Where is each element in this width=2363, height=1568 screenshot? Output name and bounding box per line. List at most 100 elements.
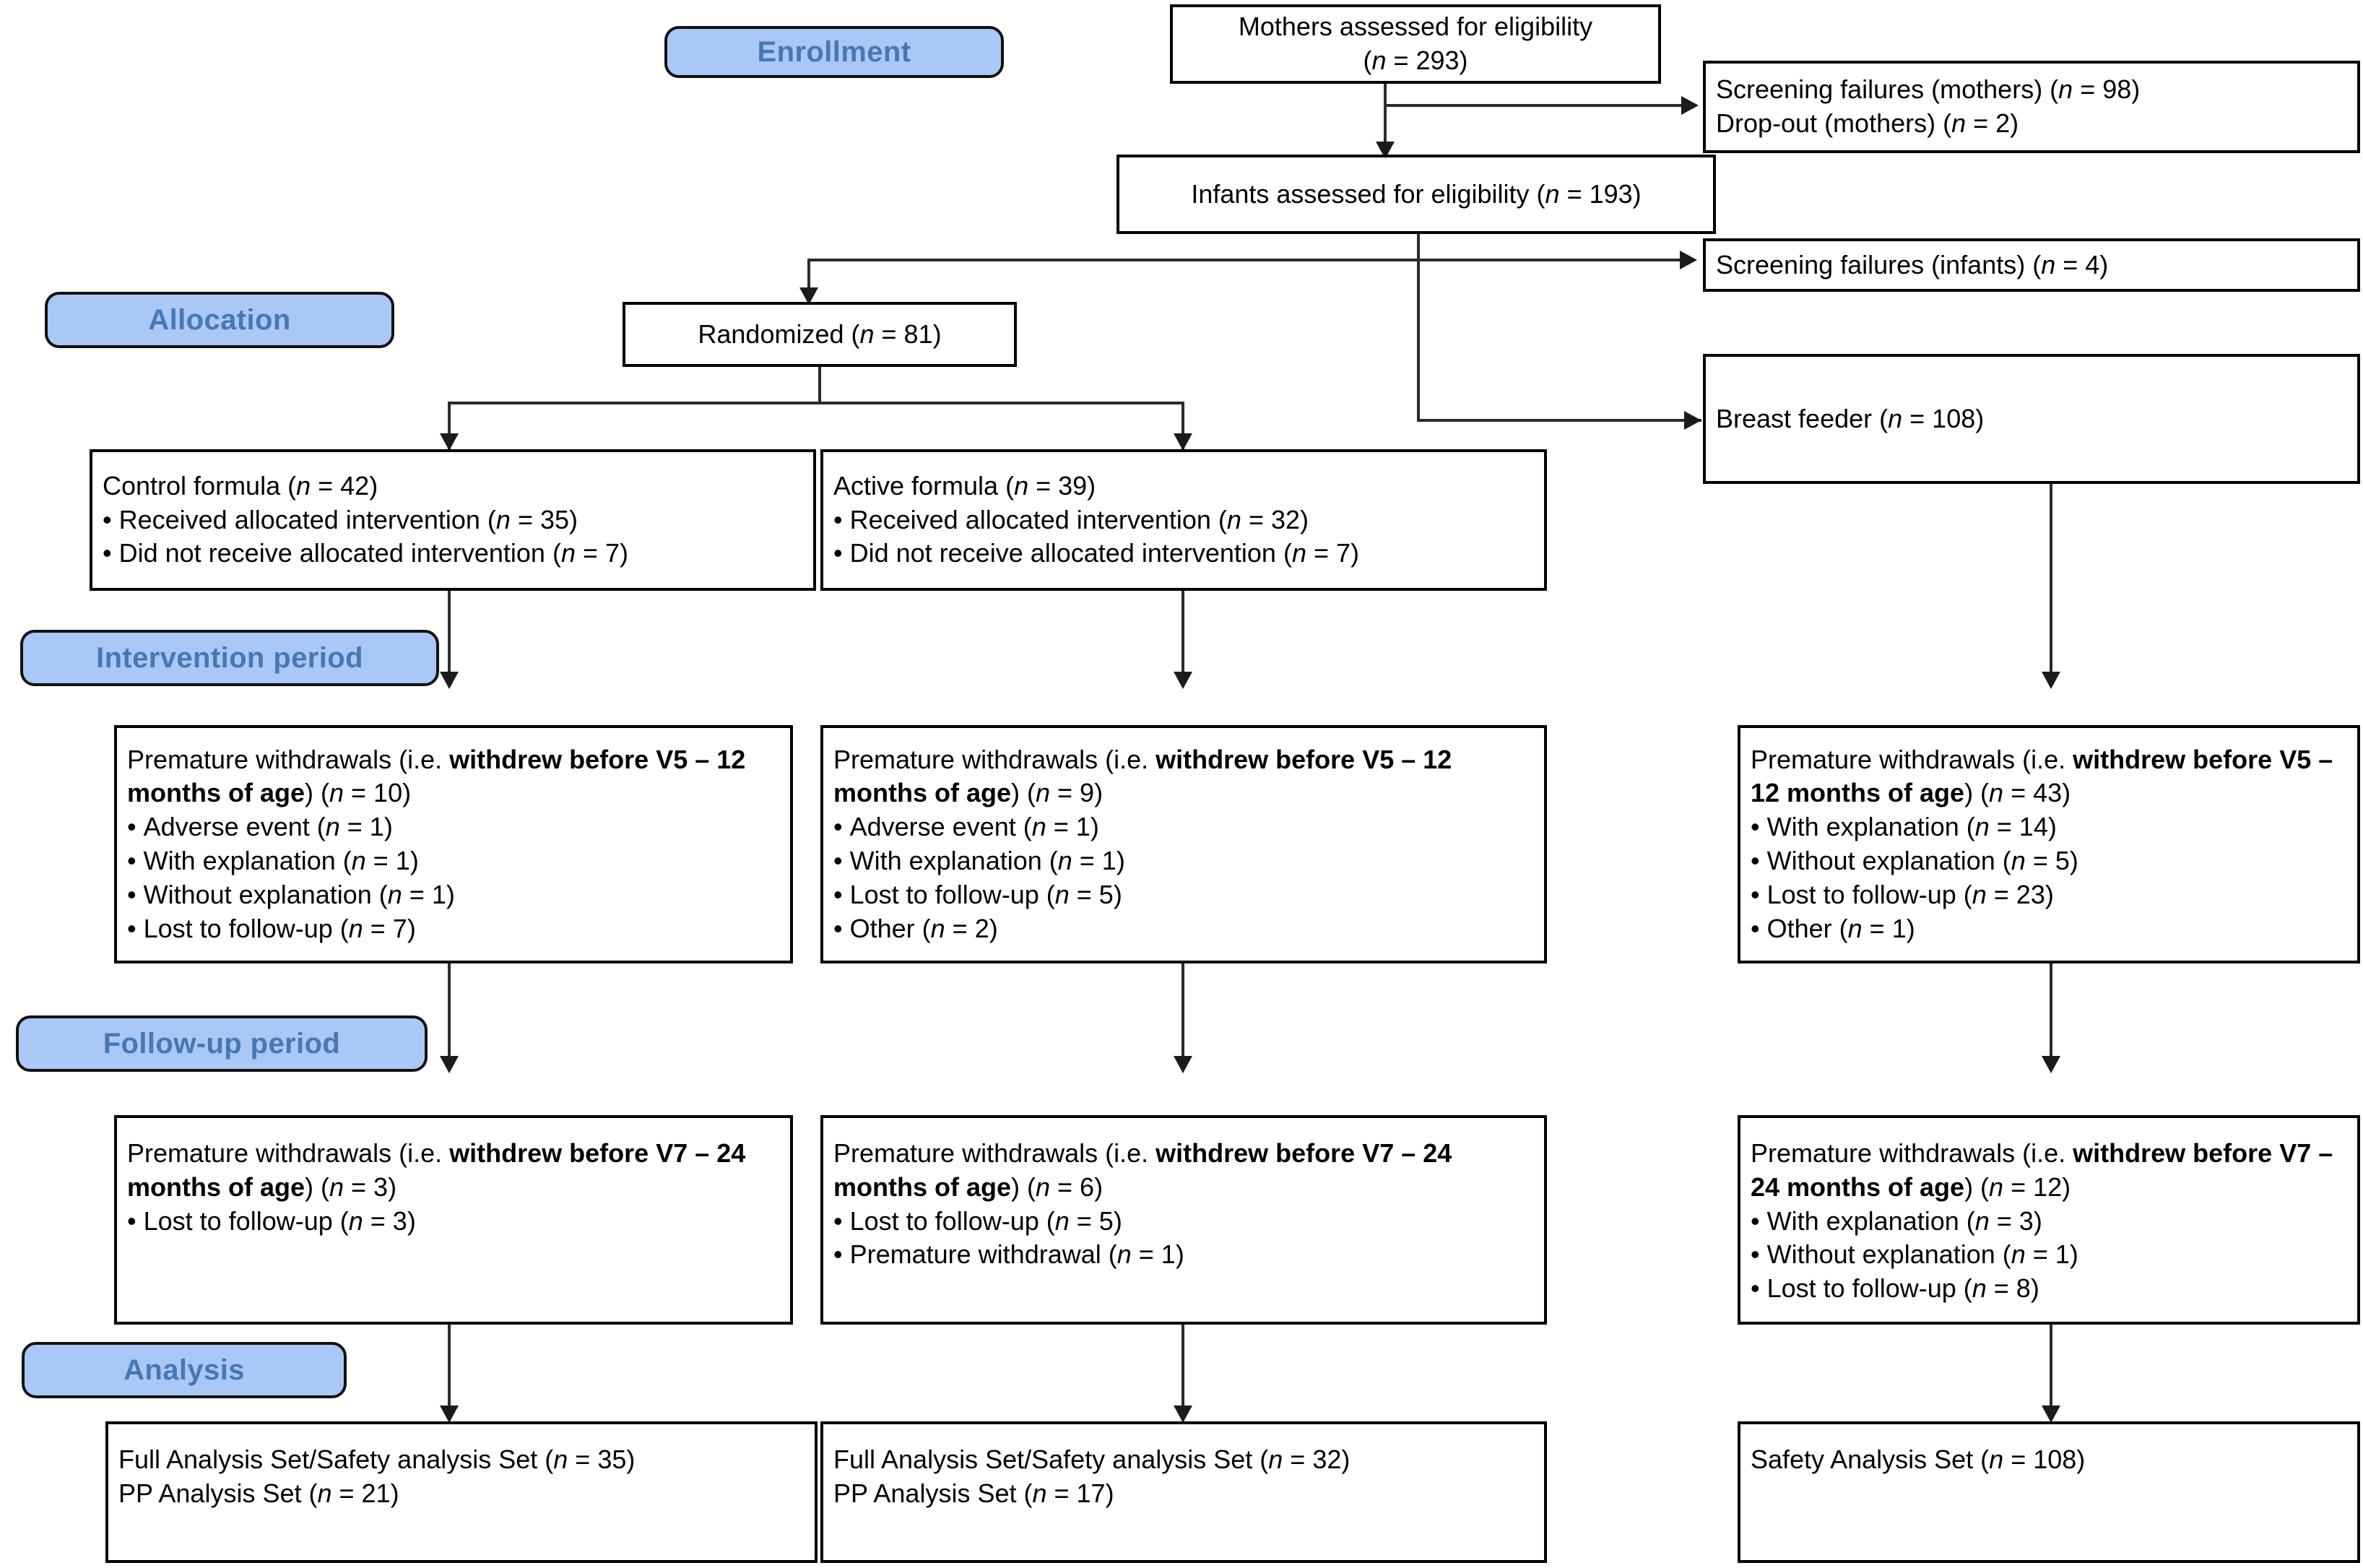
arrowhead-down: [440, 433, 459, 451]
box-followup-breastfeeder: Premature withdrawals (i.e. withdrew bef…: [1738, 1115, 2360, 1325]
arrowhead-right: [1680, 251, 1697, 269]
title-plain-trailing: ) (n = 12): [1964, 1171, 2071, 1202]
box-line: Drop-out (mothers) (n = 2): [1716, 108, 2019, 138]
stage-label-text: Allocation: [148, 303, 291, 336]
box-intervention-breastfeeder: Premature withdrawals (i.e. withdrew bef…: [1738, 725, 2360, 963]
box-bullet: Lost to follow-up (n = 5): [823, 1205, 1544, 1239]
box-infants-assessed: Infants assessed for eligibility (n = 19…: [1117, 155, 1716, 234]
title-plain-trailing: ) (n = 43): [1964, 778, 2071, 808]
title-bold: withdrew before V5 – 12 months of age: [833, 744, 1452, 808]
arrowhead-right: [1681, 96, 1699, 115]
stage-label-followup-period: Follow-up period: [16, 1015, 428, 1072]
connector-randomized-bus: [448, 402, 1184, 404]
stage-label-text: Intervention period: [96, 641, 363, 674]
box-line: Randomized (n = 81): [698, 319, 942, 349]
box-line: Screening failures (mothers) (n = 98): [1716, 74, 2141, 105]
title-bold: withdrew before V7 – 24 months of age: [127, 1138, 746, 1202]
box-line: PP Analysis Set (n = 17): [833, 1478, 1114, 1508]
box-title: Premature withdrawals (i.e. withdrew bef…: [117, 1137, 790, 1205]
connector-infants-to-screenfail: [1417, 259, 1684, 261]
connector-infants-to-randomized: [807, 259, 1420, 261]
box-bullet: Without explanation (n = 5): [1740, 844, 2357, 878]
connector-infants-to-breastfeeder: [1417, 419, 1701, 422]
stage-label-allocation: Allocation: [45, 292, 394, 348]
box-line: Full Analysis Set/Safety analysis Set (n…: [118, 1444, 636, 1474]
title-bold: withdrew before V7 – 24 months of age: [1751, 1138, 2333, 1202]
title-plain-trailing: ) (n = 9): [1011, 778, 1104, 808]
connector-randomized-stem: [818, 367, 821, 403]
box-title: Premature withdrawals (i.e. withdrew bef…: [823, 1137, 1544, 1205]
connector-randomized-right-drop: [1182, 402, 1184, 449]
box-line: (n = 293): [1363, 46, 1468, 75]
box-line: Full Analysis Set/Safety analysis Set (n…: [833, 1444, 1350, 1474]
box-bullet: Other (n = 2): [823, 912, 1544, 946]
box-bullet: Lost to follow-up (n = 7): [117, 912, 790, 946]
box-title: Control formula (n = 42): [103, 470, 378, 501]
box-randomized: Randomized (n = 81): [623, 302, 1017, 367]
connector-infants-stem: [1417, 234, 1420, 420]
box-content: Premature withdrawals (i.e. withdrew bef…: [823, 1137, 1544, 1272]
box-title: Active formula (n = 39): [833, 470, 1096, 501]
box-control-formula: Control formula (n = 42) Received alloca…: [90, 449, 816, 591]
box-screening-failures-infants: Screening failures (infants) (n = 4): [1703, 238, 2360, 292]
arrowhead-down: [440, 1405, 459, 1423]
box-bullet: Lost to follow-up (n = 3): [117, 1205, 790, 1239]
box-content: Full Analysis Set/Safety analysis Set (n…: [823, 1443, 1544, 1511]
title-plain-leading: Premature withdrawals (i.e.: [1751, 744, 2073, 774]
title-plain-leading: Premature withdrawals (i.e.: [1751, 1138, 2073, 1168]
stage-label-text: Enrollment: [757, 35, 911, 68]
connector-mothers-to-screenfail: [1384, 104, 1687, 107]
box-mothers-assessed: Mothers assessed for eligibility (n = 29…: [1170, 4, 1661, 84]
connector-control-to-intervention: [448, 591, 451, 682]
connector-mothers-to-infants: [1384, 84, 1387, 153]
box-bullet: With explanation (n = 1): [823, 844, 1544, 878]
arrowhead-down: [1174, 433, 1192, 451]
box-bullet: Premature withdrawal (n = 1): [823, 1238, 1544, 1272]
box-bullet: Lost to follow-up (n = 23): [1740, 878, 2357, 912]
box-line: Mothers assessed for eligibility: [1238, 12, 1593, 42]
box-line: Infants assessed for eligibility (n = 19…: [1191, 178, 1642, 209]
stage-label-text: Follow-up period: [103, 1027, 341, 1060]
arrowhead-down: [2042, 1056, 2060, 1073]
box-bullet: Other (n = 1): [1740, 912, 2357, 946]
box-content: Full Analysis Set/Safety analysis Set (n…: [108, 1443, 815, 1511]
arrowhead-right: [1684, 411, 1701, 430]
box-bullet: Did not receive allocated intervention (…: [823, 537, 1544, 571]
arrowhead-down: [440, 1056, 459, 1073]
title-plain-leading: Premature withdrawals (i.e.: [127, 1138, 450, 1168]
connector-randomized-left-drop: [448, 402, 451, 449]
stage-label-enrollment: Enrollment: [664, 26, 1004, 78]
box-line: PP Analysis Set (n = 21): [118, 1478, 399, 1508]
arrowhead-down: [1174, 672, 1192, 689]
title-bold: withdrew before V7 – 24 months of age: [833, 1138, 1452, 1202]
connector-control-to-analysis: [448, 1325, 451, 1416]
connector-breastfeeder-to-intervention: [2050, 484, 2052, 682]
stage-label-text: Analysis: [123, 1353, 245, 1386]
connector-breastfeeder-to-analysis: [2050, 1325, 2052, 1416]
box-line: Breast feeder (n = 108): [1716, 403, 1985, 433]
box-title: Premature withdrawals (i.e. withdrew bef…: [1740, 743, 2357, 811]
title-plain-trailing: ) (n = 3): [305, 1171, 397, 1202]
box-analysis-control: Full Analysis Set/Safety analysis Set (n…: [105, 1421, 818, 1563]
title-plain-leading: Premature withdrawals (i.e.: [833, 744, 1156, 774]
box-followup-control: Premature withdrawals (i.e. withdrew bef…: [114, 1115, 793, 1325]
title-plain-trailing: ) (n = 10): [305, 778, 412, 808]
box-bullet: With explanation (n = 1): [117, 844, 790, 878]
arrowhead-down: [1174, 1056, 1192, 1073]
box-bullet: Received allocated intervention (n = 32): [823, 503, 1544, 537]
box-line: Safety Analysis Set (n = 108): [1751, 1444, 2086, 1474]
box-followup-active: Premature withdrawals (i.e. withdrew bef…: [820, 1115, 1547, 1325]
box-bullet: Adverse event (n = 1): [823, 810, 1544, 844]
arrowhead-down: [2042, 1405, 2060, 1423]
connector-control-to-followup: [448, 963, 451, 1066]
box-bullet: Lost to follow-up (n = 8): [1740, 1272, 2357, 1306]
box-content: Safety Analysis Set (n = 108): [1740, 1443, 2357, 1477]
box-intervention-control: Premature withdrawals (i.e. withdrew bef…: [114, 725, 793, 963]
box-screening-failures-mothers: Screening failures (mothers) (n = 98) Dr…: [1703, 61, 2360, 153]
box-content: Premature withdrawals (i.e. withdrew bef…: [1740, 1137, 2357, 1306]
title-plain-leading: Premature withdrawals (i.e.: [833, 1138, 1156, 1168]
connector-breastfeeder-to-followup: [2050, 963, 2052, 1066]
title-bold: withdrew before V5 – 12 months of age: [1751, 744, 2333, 808]
box-line: Screening failures (infants) (n = 4): [1716, 249, 2109, 280]
